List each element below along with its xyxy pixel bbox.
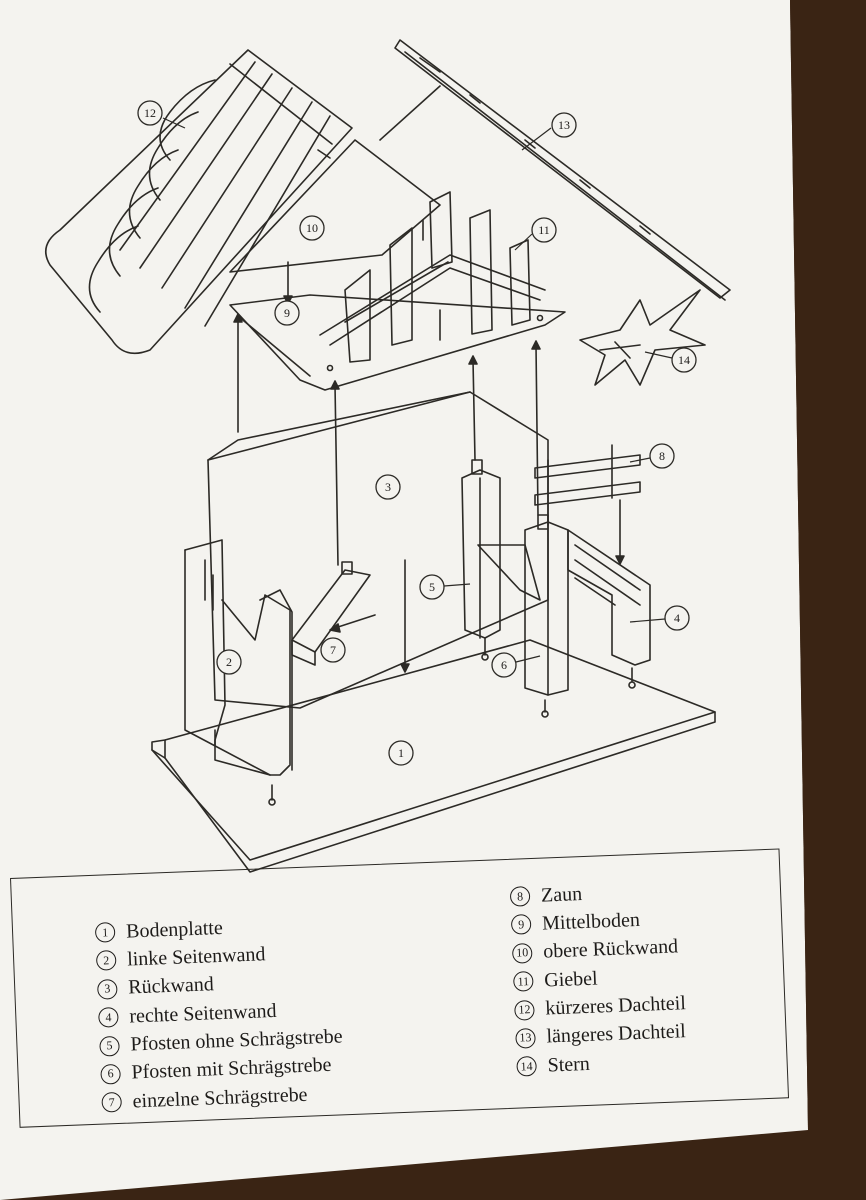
- callout-7: 7: [320, 637, 346, 663]
- callout-4: 4: [629, 605, 690, 631]
- legend-label: Giebel: [543, 967, 599, 992]
- callout-label: 3: [385, 480, 391, 494]
- callout-14: 14: [644, 347, 697, 373]
- part-9-middle-floor: [229, 294, 566, 391]
- legend-number: 12: [514, 999, 535, 1021]
- part-10-upper-back-wall: [229, 139, 441, 305]
- callout-label: 4: [674, 611, 680, 625]
- callout-label: 14: [678, 353, 690, 367]
- callout-9: 9: [274, 300, 300, 326]
- part-8-fence: [534, 444, 641, 565]
- callout-label: 6: [501, 658, 507, 672]
- legend-item-8: 8 Zaun: [509, 877, 682, 910]
- part-1-base-plate: [151, 639, 716, 873]
- legend-label: Mittelboden: [541, 908, 641, 935]
- part-12-short-roof: [44, 49, 353, 355]
- callout-3: 3: [375, 474, 401, 500]
- callout-11: 11: [514, 217, 557, 251]
- callout-12: 12: [137, 100, 186, 129]
- callout-label: 5: [429, 580, 435, 594]
- legend-number: 5: [99, 1035, 120, 1057]
- legend-label: Rückwand: [127, 973, 215, 999]
- callout-13: 13: [521, 112, 577, 151]
- callout-2: 2: [216, 649, 242, 675]
- legend-item-13: 13 längeres Dachteil: [515, 1019, 687, 1052]
- part-11-gable: [319, 191, 546, 363]
- part-5-post: [461, 459, 501, 661]
- legend-number: 9: [510, 914, 532, 936]
- legend-item-12: 12 kürzeres Dachteil: [514, 991, 686, 1024]
- callout-label: 2: [226, 655, 232, 669]
- part-6-post-with-strut: [477, 514, 569, 718]
- legend-frame: 1 Bodenplatte 2 linke Seitenwand 3 Rückw…: [10, 848, 790, 1128]
- legend-label: Zaun: [540, 882, 583, 907]
- callout-1: 1: [388, 740, 414, 766]
- legend-column-right: 8 Zaun 9 Mittelboden 10 obere Rückwand 1…: [509, 877, 689, 1082]
- legend-label: rechte Seitenwand: [128, 999, 277, 1028]
- callout-6: 6: [491, 652, 541, 678]
- legend-label: Pfosten mit Schrägstrebe: [131, 1054, 332, 1084]
- part-14-star: [579, 289, 706, 386]
- part-7-single-strut: [291, 561, 376, 666]
- legend-label: obere Rückwand: [542, 935, 679, 963]
- legend-label: längeres Dachteil: [546, 1020, 687, 1048]
- legend-number: 8: [509, 886, 531, 907]
- callout-label: 11: [538, 223, 550, 237]
- callouts: 12 13 10 11 9 14: [137, 100, 697, 766]
- paper-sheet: [0, 0, 808, 1200]
- legend-label: Pfosten ohne Schrägstrebe: [130, 1025, 343, 1056]
- legend-item-14: 14 Stern: [516, 1047, 688, 1080]
- legend-label: Bodenplatte: [125, 916, 224, 943]
- assembly-arrows: [233, 219, 541, 566]
- callout-8: 8: [629, 443, 675, 469]
- legend-label: Stern: [547, 1052, 591, 1077]
- paper-shadow: [790, 0, 866, 1200]
- legend-label: kürzeres Dachteil: [544, 992, 687, 1020]
- legend-column-left: 1 Bodenplatte 2 linke Seitenwand 3 Rückw…: [94, 910, 346, 1118]
- part-2-left-wall: [184, 539, 293, 806]
- legend-number: 1: [94, 922, 116, 943]
- callout-label: 8: [659, 449, 665, 463]
- legend-number: 4: [98, 1007, 119, 1028]
- legend-number: 10: [511, 942, 533, 964]
- legend-item-10: 10 obere Rückwand: [511, 934, 684, 967]
- callout-label: 12: [144, 106, 156, 120]
- legend-number: 6: [100, 1063, 121, 1085]
- callout-10: 10: [299, 215, 325, 241]
- callout-label: 9: [284, 306, 290, 320]
- legend-number: 7: [101, 1092, 123, 1113]
- legend-number: 14: [516, 1056, 537, 1078]
- parts-legend: 1 Bodenplatte 2 linke Seitenwand 3 Rückw…: [10, 848, 809, 1140]
- legend-item-11: 11 Giebel: [512, 962, 685, 995]
- callout-label: 10: [306, 221, 318, 235]
- callout-label: 1: [398, 746, 404, 760]
- callout-5: 5: [419, 574, 471, 600]
- legend-number: 11: [512, 971, 534, 992]
- legend-label: einzelne Schrägstrebe: [132, 1083, 308, 1113]
- callout-label: 13: [558, 118, 570, 132]
- legend-number: 13: [515, 1027, 536, 1049]
- legend-label: linke Seitenwand: [126, 943, 266, 971]
- legend-number: 2: [95, 950, 117, 972]
- part-4-right-wall: [567, 529, 651, 689]
- legend-item-9: 9 Mittelboden: [510, 906, 683, 939]
- callout-label: 7: [330, 643, 336, 657]
- legend-number: 3: [96, 978, 118, 1000]
